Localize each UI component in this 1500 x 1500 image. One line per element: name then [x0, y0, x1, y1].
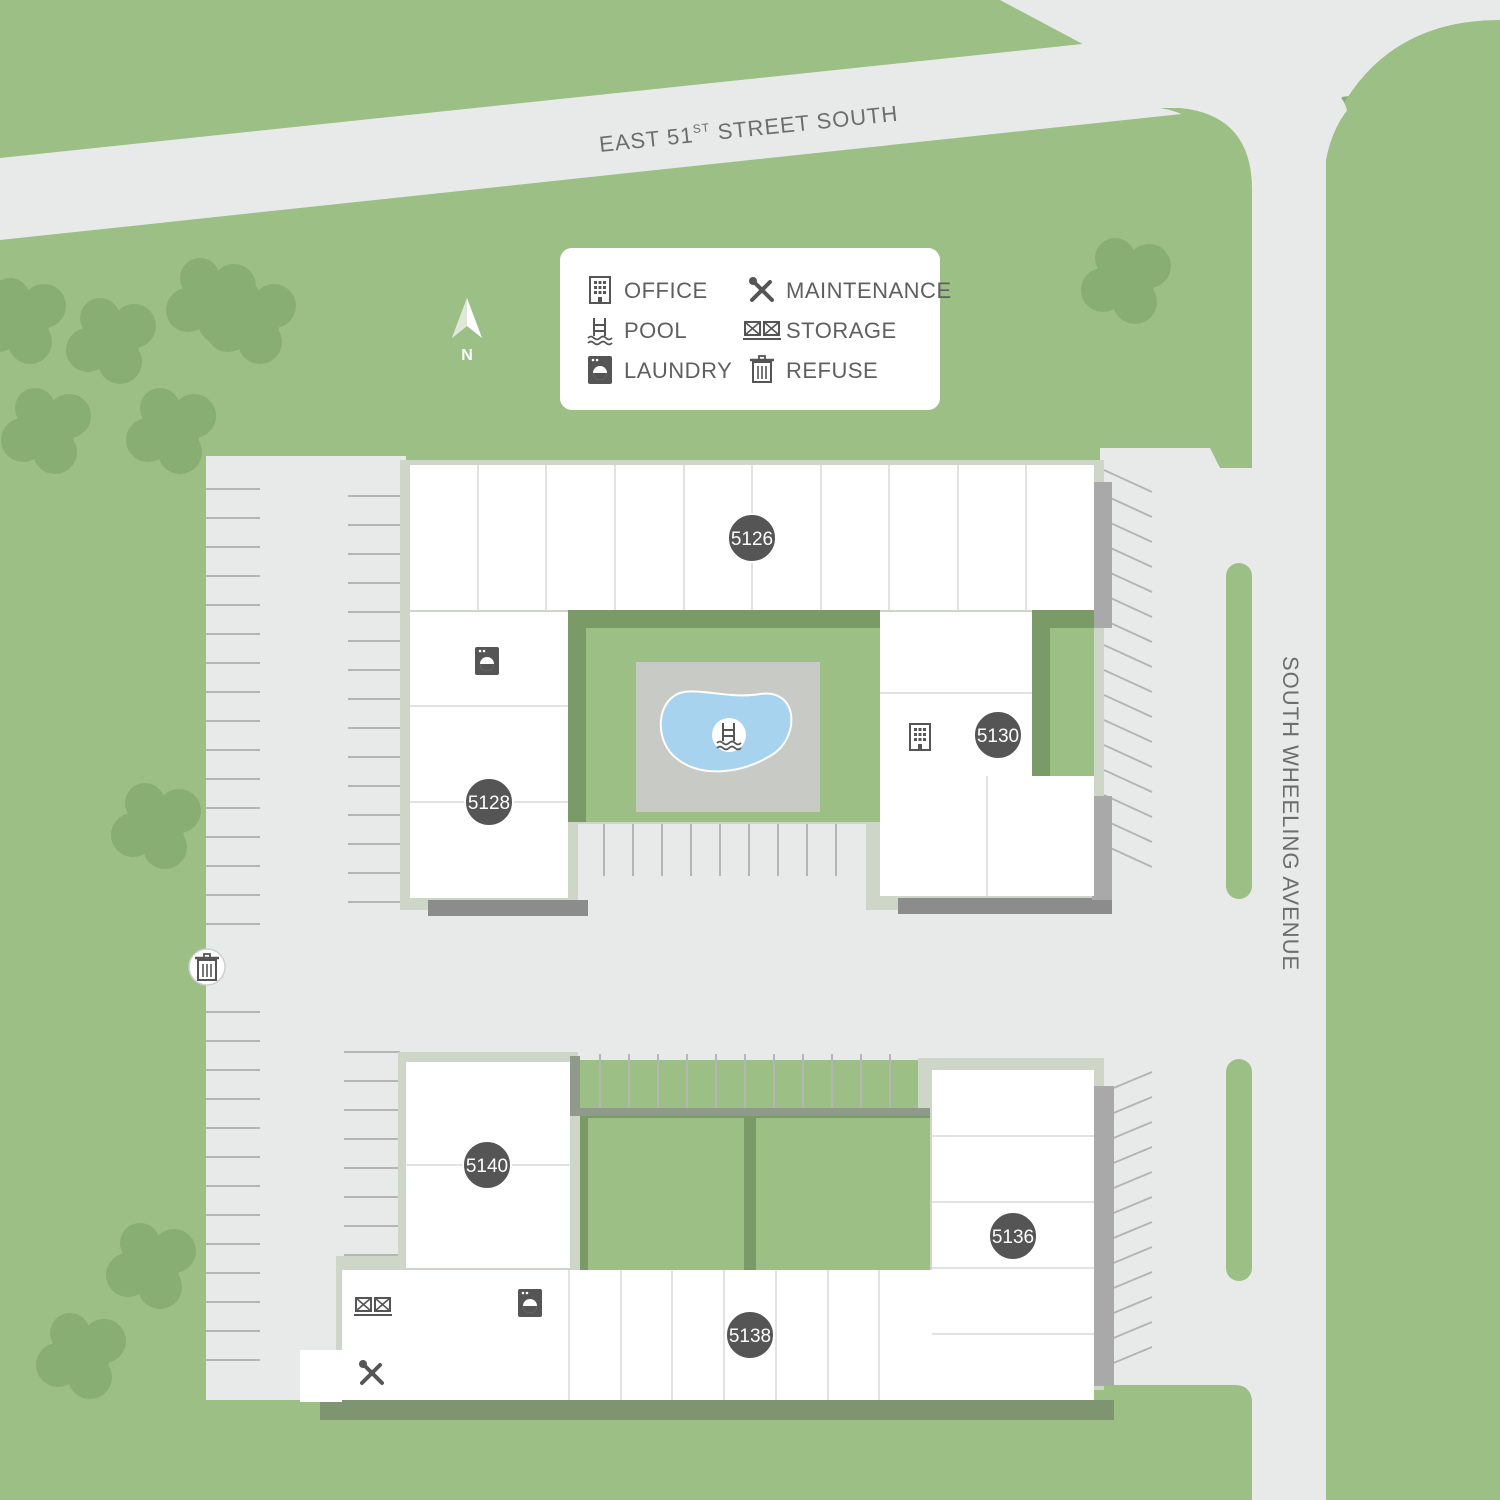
- building-label: 5126: [731, 529, 773, 550]
- building-5138[interactable]: [342, 1270, 932, 1400]
- legend-label-laundry: LAUNDRY: [624, 358, 732, 383]
- building-label: 5136: [992, 1227, 1034, 1248]
- median: [1226, 563, 1252, 899]
- marker-5128[interactable]: 5128: [464, 777, 514, 827]
- legend-label-maintenance: MAINTENANCE: [786, 278, 952, 303]
- south-wheeling-avenue-road: [1130, 80, 1348, 1500]
- north-arrow: N: [452, 298, 482, 364]
- building-label: 5128: [468, 793, 510, 814]
- refuse-marker[interactable]: [188, 948, 226, 986]
- north-label: N: [461, 347, 473, 364]
- laundry-icon: [518, 1289, 542, 1317]
- legend-label-storage: STORAGE: [786, 318, 897, 343]
- marker-5136[interactable]: 5136: [988, 1211, 1038, 1261]
- marker-5130[interactable]: 5130: [973, 710, 1023, 760]
- parking-west: [206, 488, 400, 1361]
- legend-label-pool: POOL: [624, 318, 687, 343]
- refuse-icon: [748, 354, 776, 384]
- street-label-east: SOUTH WHEELING AVENUE: [1278, 656, 1303, 971]
- legend-label-office: OFFICE: [624, 278, 708, 303]
- legend: OFFICE MAINTENANCE POOL STORAGE LAUNDRY …: [560, 248, 952, 410]
- refuse-icon: [193, 952, 221, 982]
- parking-inner: [599, 822, 891, 1108]
- building-label: 5140: [466, 1156, 508, 1177]
- marker-5126[interactable]: 5126: [727, 513, 777, 563]
- marker-5140[interactable]: 5140: [462, 1140, 512, 1190]
- laundry-icon: [588, 356, 612, 384]
- building-5130[interactable]: [880, 612, 1094, 896]
- legend-label-refuse: REFUSE: [786, 358, 878, 383]
- median: [1226, 1059, 1252, 1281]
- laundry-icon: [475, 647, 499, 675]
- building-label: 5130: [977, 726, 1019, 747]
- marker-5138[interactable]: 5138: [725, 1310, 775, 1360]
- building-label: 5138: [729, 1326, 771, 1347]
